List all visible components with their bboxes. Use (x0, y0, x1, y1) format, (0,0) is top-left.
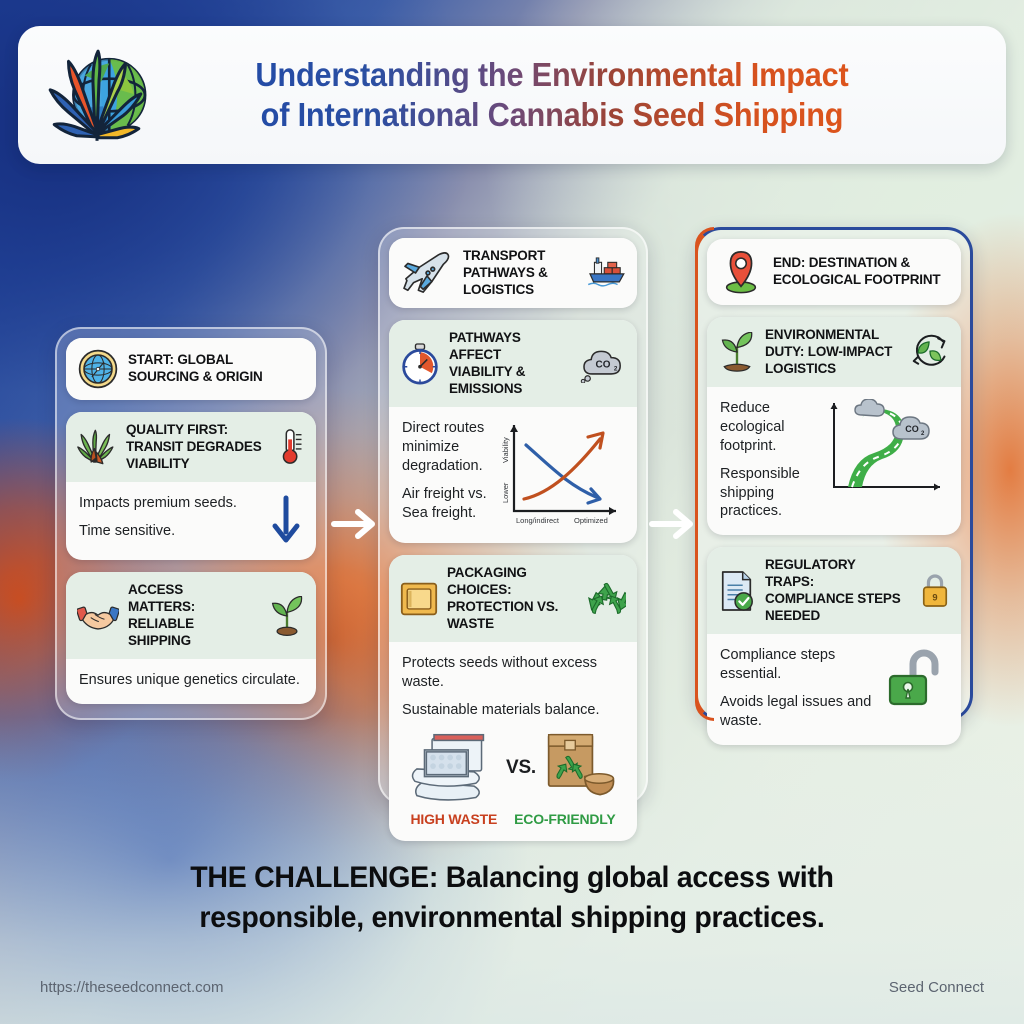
plastic-bubble-wrap-icon (411, 733, 484, 801)
caption-rest: Balancing global access with (438, 861, 834, 894)
locked-padlock-icon: 9 (922, 574, 948, 607)
down-arrow-icon (272, 495, 300, 543)
card-title: PACKAGING CHOICES: PROTECTION VS. WASTE (447, 565, 559, 632)
stopwatch-icon (402, 343, 438, 385)
card-text: Direct routes minimize degradation. (402, 420, 485, 474)
svg-text:Viability: Viability (501, 437, 510, 463)
handshake-icon (77, 606, 119, 630)
high-waste-label: HIGH WASTE (410, 810, 498, 827)
card-title: ENVIRONMENTAL DUTY: LOW-IMPACT LOGISTICS (765, 327, 893, 377)
card-title: PATHWAYS AFFECT VIABILITY & EMISSIONS (449, 330, 526, 397)
card-text: Air freight vs. Sea freight. (402, 485, 487, 521)
card-title: START: GLOBAL SOURCING & ORIGIN (128, 352, 263, 385)
card-text: Ensures unique genetics circulate. (79, 672, 300, 689)
package-box-icon (400, 582, 438, 616)
leaf-recycle-icon (912, 334, 946, 366)
card-text: Protects seeds without excess waste. (402, 655, 598, 691)
title-line-1: Understanding the Environmental Impact (180, 55, 924, 95)
seedling-icon (721, 332, 753, 372)
caption-lead: THE CHALLENGE: (190, 861, 439, 894)
thermometer-icon (282, 429, 302, 465)
green-winding-road-chart: CO 2 (830, 399, 940, 491)
challenge-caption: THE CHALLENGE: Balancing global access w… (111, 858, 913, 938)
card-packaging-choices[interactable]: PACKAGING CHOICES: PROTECTION VS. WASTE … (389, 555, 637, 841)
svg-text:9: 9 (932, 592, 937, 602)
card-pathways-affect[interactable]: PATHWAYS AFFECT VIABILITY & EMISSIONS CO… (389, 320, 637, 544)
transport-column: TRANSPORT PATHWAYS & LOGISTICS P (378, 227, 648, 841)
airplane-icon (403, 252, 450, 294)
card-title: REGULATORY TRAPS: COMPLIANCE STEPS NEEDE… (765, 557, 901, 624)
svg-text:Long/indirect: Long/indirect (516, 516, 560, 525)
svg-text:Lower: Lower (501, 482, 510, 503)
destination-column: END: DESTINATION & ECOLOGICAL FOOTPRINT … (695, 227, 973, 745)
card-text: Sustainable materials balance. (402, 701, 600, 718)
arrow-middle-to-right (649, 509, 693, 539)
card-environmental-duty[interactable]: ENVIRONMENTAL DUTY: LOW-IMPACT LOGISTICS… (707, 317, 961, 536)
viability-emissions-line-chart: Viability Lower Long/indirect Optimized (501, 425, 616, 525)
card-regulatory-traps[interactable]: REGULATORY TRAPS: COMPLIANCE STEPS NEEDE… (707, 547, 961, 745)
header-banner: Understanding the Environmental Impact o… (18, 26, 1006, 164)
map-pin-icon (725, 251, 757, 294)
card-title: ACCESS MATTERS: RELIABLE SHIPPING (128, 582, 196, 649)
card-title: TRANSPORT PATHWAYS & LOGISTICS (463, 248, 548, 298)
card-title: END: DESTINATION & ECOLOGICAL FOOTPRINT (773, 255, 941, 288)
svg-text:Optimized: Optimized (574, 516, 608, 525)
compass-globe-icon (78, 349, 118, 389)
cargo-ship-icon (587, 257, 625, 287)
svg-text:2: 2 (614, 365, 618, 372)
vs-label: VS. (505, 756, 536, 778)
card-start-global-sourcing[interactable]: START: GLOBAL SOURCING & ORIGIN (66, 338, 316, 400)
svg-text:2: 2 (921, 431, 925, 437)
card-text: Time sensitive. (79, 523, 176, 540)
arrow-left-to-middle (331, 509, 375, 539)
co2-cloud-icon: CO 2 (580, 350, 621, 383)
card-quality-first[interactable]: QUALITY FIRST: TRANSIT DEGRADES VIABILIT… (66, 412, 316, 561)
footer: https://theseedconnect.com Seed Connect (0, 979, 1024, 996)
svg-text:CO: CO (905, 424, 919, 434)
document-check-icon (721, 570, 753, 611)
recycle-icon (588, 582, 626, 614)
footer-brand: Seed Connect (888, 979, 984, 996)
caption-line-2: responsible, environmental shipping prac… (199, 901, 825, 935)
start-column: START: GLOBAL SOURCING & ORIGIN QUALITY … (55, 327, 327, 720)
card-access-matters[interactable]: ACCESS MATTERS: RELIABLE SHIPPING Ensure… (66, 572, 316, 705)
page-title: Understanding the Environmental Impact o… (152, 55, 1006, 136)
title-line-2: of International Cannabis Seed Shipping (180, 95, 924, 135)
footer-url[interactable]: https://theseedconnect.com (40, 979, 224, 996)
card-text: Compliance steps essential. (720, 647, 836, 683)
svg-text:CO: CO (596, 359, 611, 370)
card-title: QUALITY FIRST: TRANSIT DEGRADES VIABILIT… (126, 422, 262, 472)
card-transport-pathways[interactable]: TRANSPORT PATHWAYS & LOGISTICS (389, 238, 637, 309)
card-text: Avoids legal issues and waste. (720, 694, 872, 729)
open-padlock-icon (888, 649, 939, 706)
card-text: Reduce ecological footprint. (720, 400, 785, 454)
cannabis-leaf-globe-logo (48, 49, 147, 141)
kraft-envelope-icon (548, 733, 615, 796)
card-text: Impacts premium seeds. (79, 495, 237, 512)
cannabis-leaf-icon (77, 429, 114, 465)
seedling-icon (271, 595, 303, 636)
eco-friendly-label: ECO-FRIENDLY (514, 810, 616, 827)
card-end-destination[interactable]: END: DESTINATION & ECOLOGICAL FOOTPRINT (707, 239, 961, 305)
card-text: Responsible shipping practices. (720, 465, 800, 520)
